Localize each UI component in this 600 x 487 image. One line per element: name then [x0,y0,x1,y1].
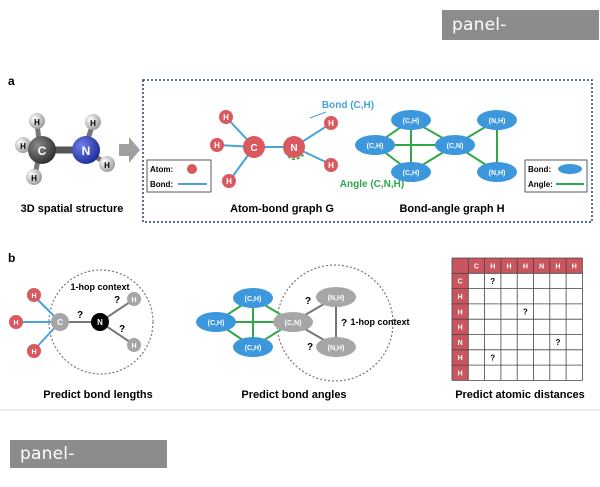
matrix-query: ? [556,338,561,347]
svg-text:(C,H): (C,H) [245,345,262,352]
bond-angle-caption: Bond-angle graph H [399,203,504,215]
svg-text:H: H [214,141,220,150]
bond-lengths-graph: H H H C N H H ? ? ? 1-hop context [9,269,154,375]
distance-matrix: C C H H H H H H N N H H H H???? [451,257,583,381]
matrix-col-header: H [507,263,512,270]
atom-bond-caption: Atom-bond graph G [230,203,334,215]
carbon-atom-3d [28,136,56,164]
svg-text:C: C [57,318,63,327]
svg-text:?: ? [114,295,120,306]
svg-text:(N,H): (N,H) [489,170,506,177]
hydrogen-atom-3d [99,156,115,172]
svg-text:H: H [131,343,136,350]
svg-text:?: ? [341,318,347,329]
atom-bond-graph: H H H H H C N [210,110,338,188]
svg-text:(C,H): (C,H) [367,143,384,150]
svg-text:H: H [328,119,334,128]
svg-text:(C,N): (C,N) [447,143,464,150]
svg-text:H: H [90,119,96,128]
svg-text:Atom:: Atom: [150,165,173,174]
hydrogen-atom-3d [26,169,42,185]
svg-text:(N,H): (N,H) [489,118,506,125]
svg-text:H: H [20,142,26,151]
matrix-row-header: H [458,355,463,362]
angle-cnh-label: Angle (C,N,H) [340,179,404,190]
svg-text:C: C [38,144,47,158]
molecule-3d: H H H H H C N [15,113,115,185]
svg-text:(C,H): (C,H) [403,118,420,125]
svg-text:H: H [34,118,40,127]
carbon-node [243,136,265,158]
svg-text:H: H [13,320,18,327]
bond-angles-caption: Predict bond angles [241,389,346,401]
svg-text:(N,H): (N,H) [328,295,345,302]
matrix-col-header: N [539,263,544,270]
svg-text:N: N [82,144,91,158]
svg-text:H: H [226,177,232,186]
atom-bond-legend: Atom: Bond: [146,159,212,193]
svg-text:H: H [328,161,334,170]
svg-text:H: H [31,174,37,183]
matrix-col-header: H [523,263,528,270]
svg-text:1-hop context: 1-hop context [70,282,129,292]
matrix-col-header: H [555,263,560,270]
bond-ch-label: Bond (C,H) [322,100,374,111]
atomic-distances-caption: Predict atomic distances [455,389,585,401]
matrix-row-header: H [458,294,463,301]
matrix-col-header: H [572,263,577,270]
matrix-query: ? [490,354,495,363]
hydrogen-atom-3d [15,137,31,153]
matrix-col-header: C [474,263,479,270]
svg-text:C: C [250,143,257,154]
graph-frame [142,79,593,223]
svg-text:?: ? [305,296,311,307]
matrix-query: ? [523,308,528,317]
matrix-col-header: H [490,263,495,270]
svg-text:Angle:: Angle: [528,180,553,189]
svg-text:(C,N): (C,N) [285,320,302,327]
svg-text:Bond:: Bond: [150,180,173,189]
matrix-row-header: C [458,279,463,286]
svg-text:(N,H): (N,H) [328,345,345,352]
arrow-right-icon [119,137,140,163]
panel-b-label: b [8,251,15,265]
bond-angle-graph: (C,H) (C,H) (C,N) (C,H) (N,H) (N,H) [355,110,517,182]
bond-lengths-caption: Predict bond lengths [43,389,152,401]
nitrogen-atom-3d [72,136,100,164]
matrix-row-header: H [458,309,463,316]
hydrogen-atom-3d [29,113,45,129]
matrix-row-header: H [458,371,463,378]
svg-text:?: ? [77,310,83,321]
svg-text:?: ? [119,324,125,335]
svg-text:(C,H): (C,H) [245,296,262,303]
svg-text:1-hop context: 1-hop context [350,317,409,327]
svg-text:H: H [31,349,36,356]
matrix-row-header: H [458,325,463,332]
svg-text:(C,H): (C,H) [208,320,225,327]
svg-text:N: N [97,318,103,327]
panel-a-label: a [8,74,15,88]
matrix-query: ? [490,277,495,286]
matrix-row-header: N [458,340,463,347]
svg-text:(C,H): (C,H) [403,170,420,177]
svg-text:H: H [104,161,110,170]
svg-text:H: H [131,297,136,304]
svg-text:H: H [223,113,229,122]
svg-text:N: N [290,143,297,154]
svg-text:Bond:: Bond: [528,165,551,174]
watermark-top: panel-yuyan.com [442,10,599,59]
svg-text:?: ? [307,342,313,353]
spatial-structure-caption: 3D spatial structure [21,203,124,215]
svg-text:H: H [31,293,36,300]
bond-angles-graph: (C,H) (C,H) (C,H) (C,N) (N,H) (N,H) ? ? … [196,264,410,382]
nitrogen-node [283,136,305,158]
hydrogen-atom-3d [85,114,101,130]
bond-angle-legend: Bond: Angle: [524,159,588,193]
watermark-bottom: panel-yuyan.com [10,440,167,486]
